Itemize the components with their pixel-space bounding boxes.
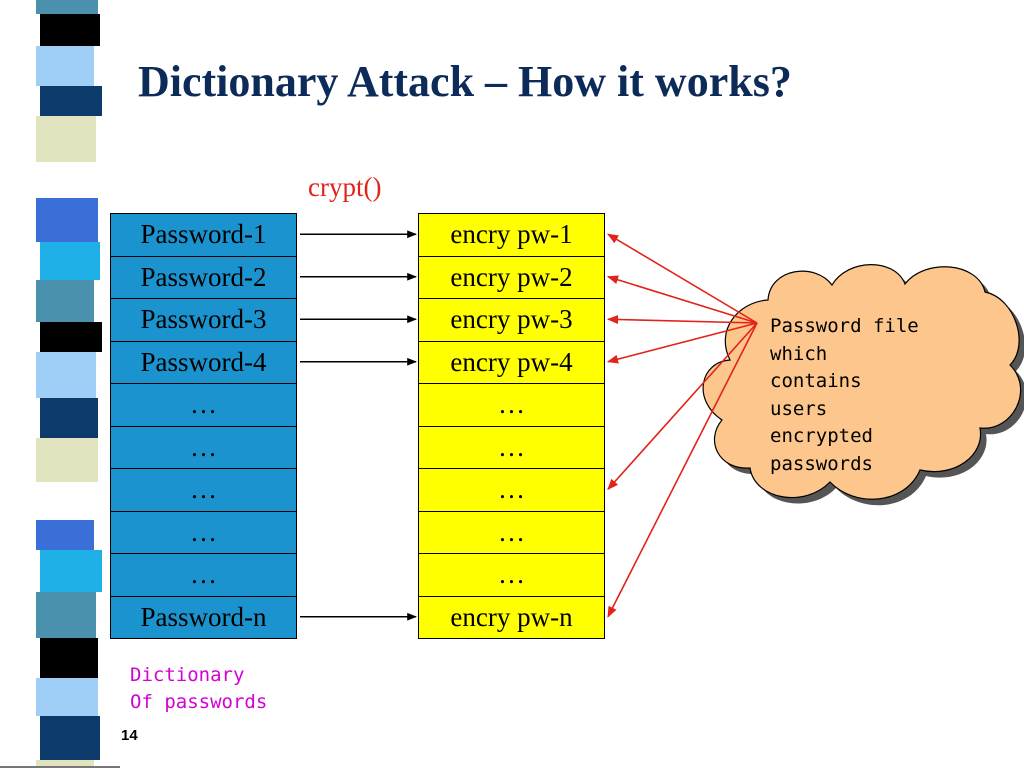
stripe-block [40, 86, 102, 116]
dictionary-cell: Password-2 [110, 256, 297, 299]
stripe-block [36, 116, 96, 162]
encrypted-cell: encry pw-2 [418, 256, 605, 299]
stripe-block [36, 198, 98, 242]
page-number: 14 [121, 727, 138, 744]
lookup-arrow [607, 322, 758, 618]
cloud-text-line: encrypted [770, 425, 873, 447]
dictionary-cell: … [110, 426, 297, 469]
cloud-text-line: Password file [770, 315, 919, 337]
dictionary-cell: … [110, 511, 297, 554]
encrypted-cell: encry pw-n [418, 596, 605, 639]
stripe-block [36, 520, 94, 550]
dictionary-cell: … [110, 469, 297, 512]
stripe-block [40, 162, 98, 198]
lookup-arrow [606, 315, 758, 324]
cloud-text-line: which [770, 342, 828, 365]
dictionary-label-line: Dictionary [130, 664, 245, 686]
stripe-block [36, 352, 96, 398]
cloud-text: Password file which contains users encrypted… [770, 313, 919, 478]
crypt-arrows [300, 230, 417, 621]
encrypted-cell: … [418, 426, 605, 469]
stripe-block [40, 550, 102, 592]
encrypted-cell: encry pw-4 [418, 341, 605, 384]
dictionary-cell: Password-n [110, 596, 297, 639]
slide-title: Dictionary Attack – How it works? [138, 57, 792, 106]
cloud-text-line: contains [770, 370, 862, 392]
dictionary-cell: Password-3 [110, 299, 297, 342]
encrypted-cell: … [418, 469, 605, 512]
encrypted-cell: … [418, 511, 605, 554]
dictionary-label: Dictionary Of passwords [130, 662, 267, 716]
stripe-block [36, 678, 98, 716]
stripe-block [40, 242, 100, 280]
stripe-block [36, 760, 94, 768]
cloud-text-line: users [770, 397, 828, 420]
encrypted-cell: … [418, 554, 605, 597]
crypt-function-label: crypt() [308, 172, 382, 202]
encrypted-cell: encry pw-1 [418, 214, 605, 257]
stripe-block [40, 14, 100, 46]
dictionary-cell: Password-1 [110, 214, 297, 257]
lookup-arrow [606, 275, 758, 324]
dictionary-cell: … [110, 384, 297, 427]
cloud-text-line: passwords [770, 452, 873, 475]
stripe-block [36, 592, 96, 638]
stripe-block [40, 322, 102, 352]
dictionary-cell: … [110, 554, 297, 597]
decorative-stripe [36, 0, 102, 768]
stripe-block [36, 280, 94, 322]
stripe-block [36, 438, 98, 482]
stripe-block [40, 398, 98, 438]
lookup-arrow [606, 322, 758, 364]
lookup-arrow [607, 233, 758, 324]
lookup-arrow [607, 322, 758, 491]
lookup-arrows [606, 233, 758, 618]
dictionary-label-line: Of passwords [130, 691, 268, 713]
encrypted-cell: encry pw-3 [418, 299, 605, 342]
footer-rule [0, 766, 120, 768]
encrypted-cell: … [418, 384, 605, 427]
stripe-block [40, 638, 98, 678]
stripe-block [40, 716, 100, 760]
dictionary-cell: Password-4 [110, 341, 297, 384]
stripe-block [36, 46, 94, 86]
stripe-block [40, 482, 100, 520]
stripe-block [36, 0, 98, 14]
